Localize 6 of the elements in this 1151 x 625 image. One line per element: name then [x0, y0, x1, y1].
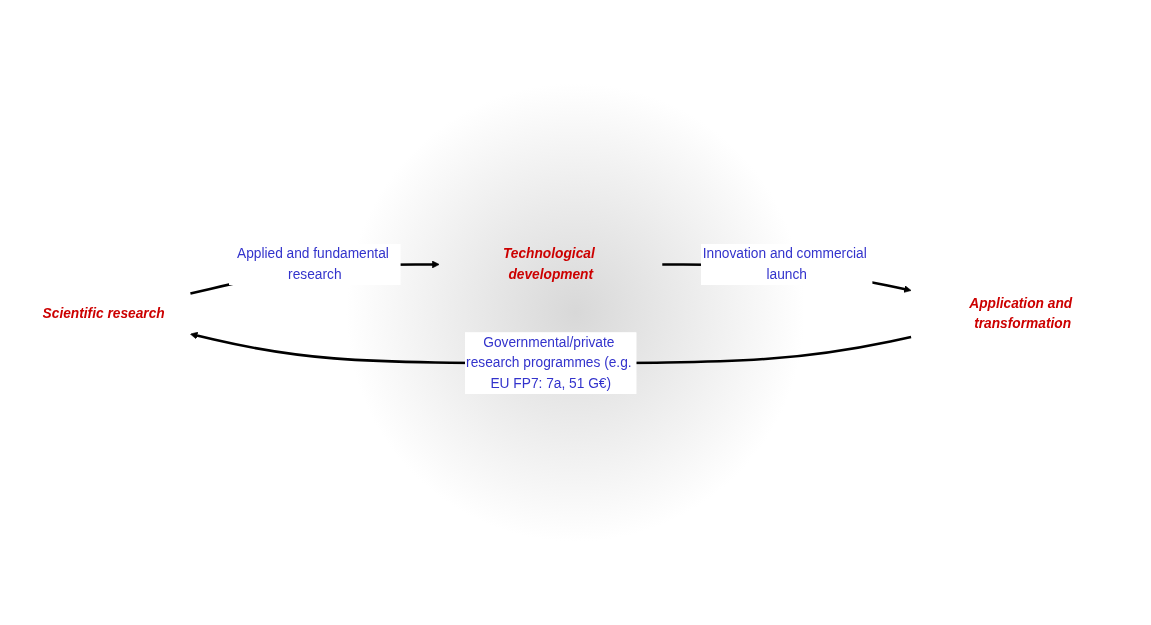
- edge-label: Applied and fundamental research: [236, 246, 389, 282]
- edge-label: Governmental/private research programmes (e.g. EU FP7: 7a, 51 G€): [466, 334, 632, 391]
- edge-label: Innovation and commercial launch: [702, 246, 867, 282]
- node-text: Scientific research: [42, 306, 165, 321]
- node-text: Technological development: [502, 246, 595, 282]
- node-text: Application and transformation: [969, 295, 1073, 331]
